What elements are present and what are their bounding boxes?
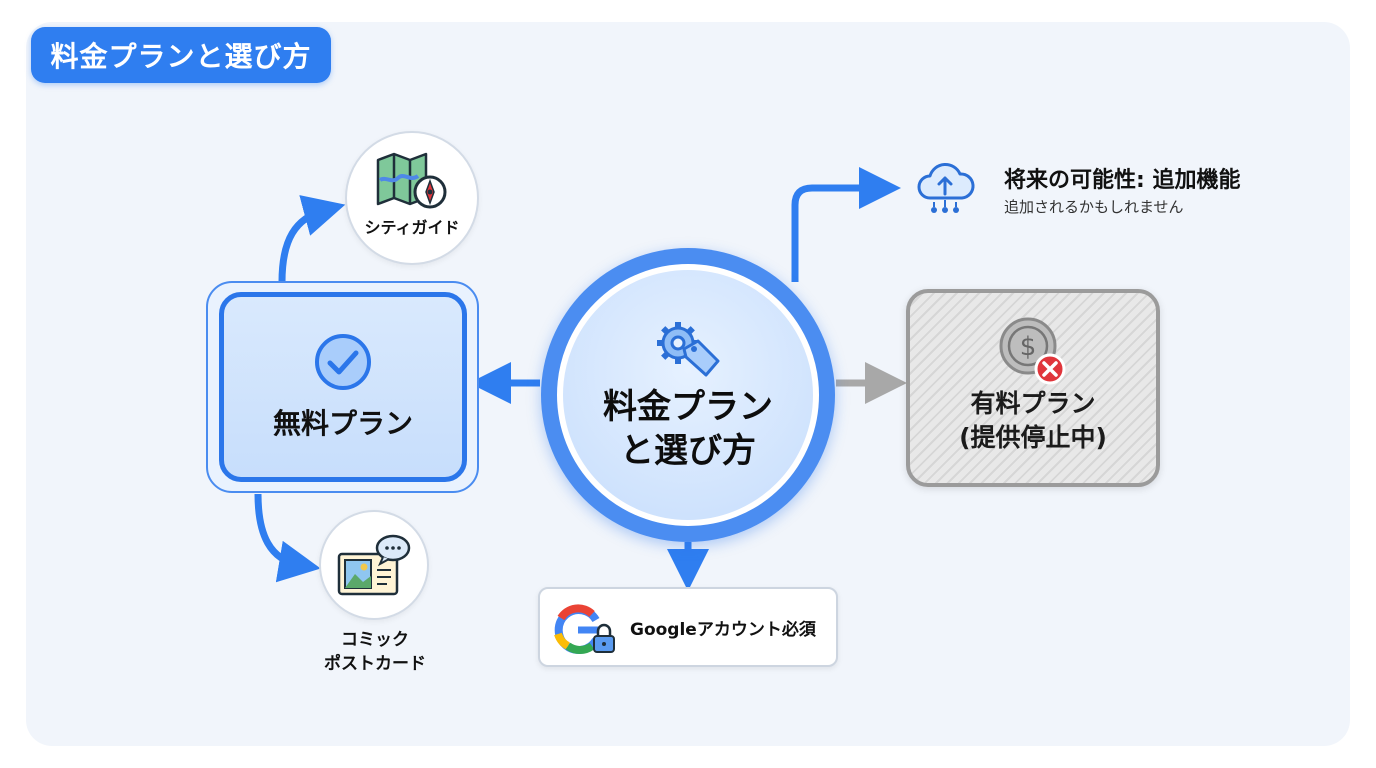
postcard-chat-icon bbox=[337, 534, 411, 596]
gear-tag-icon bbox=[657, 322, 720, 377]
future-feature-subtitle: 追加されるかもしれません bbox=[1004, 198, 1184, 216]
check-circle-icon bbox=[315, 334, 371, 390]
center-hub-line1: 料金プラン bbox=[603, 387, 773, 427]
google-lock-icon bbox=[554, 604, 615, 654]
city-guide-label: シティガイド bbox=[364, 218, 460, 237]
free-plan-label: 無料プラン bbox=[272, 407, 413, 440]
cloud-upload-icon bbox=[917, 163, 975, 213]
free-plan-box: 無料プラン bbox=[219, 292, 467, 482]
center-hub-line2: と選び方 bbox=[620, 431, 756, 471]
page-title: 料金プランと選び方 bbox=[31, 27, 331, 83]
comic-postcard-line2: ポストカード bbox=[324, 654, 426, 674]
map-compass-icon bbox=[376, 152, 447, 209]
arrow-free-to-comic bbox=[254, 493, 321, 583]
arrow-free-to-city bbox=[278, 195, 346, 283]
arrow-center-to-future bbox=[791, 167, 901, 282]
dollar-coin-x-icon: $ bbox=[999, 317, 1066, 385]
comic-postcard-label: コミック ポストカード bbox=[300, 628, 450, 676]
future-feature-title: 将来の可能性: 追加機能 bbox=[1004, 168, 1241, 193]
comic-postcard-line1: コミック bbox=[341, 630, 409, 650]
google-account-label: Googleアカウント必須 bbox=[630, 620, 816, 640]
paid-plan-status: (提供停止中) bbox=[959, 423, 1107, 452]
svg-text:$: $ bbox=[1020, 332, 1037, 362]
paid-plan-label: 有料プラン bbox=[970, 389, 1096, 418]
center-hub: 料金プラン と選び方 bbox=[557, 264, 819, 526]
